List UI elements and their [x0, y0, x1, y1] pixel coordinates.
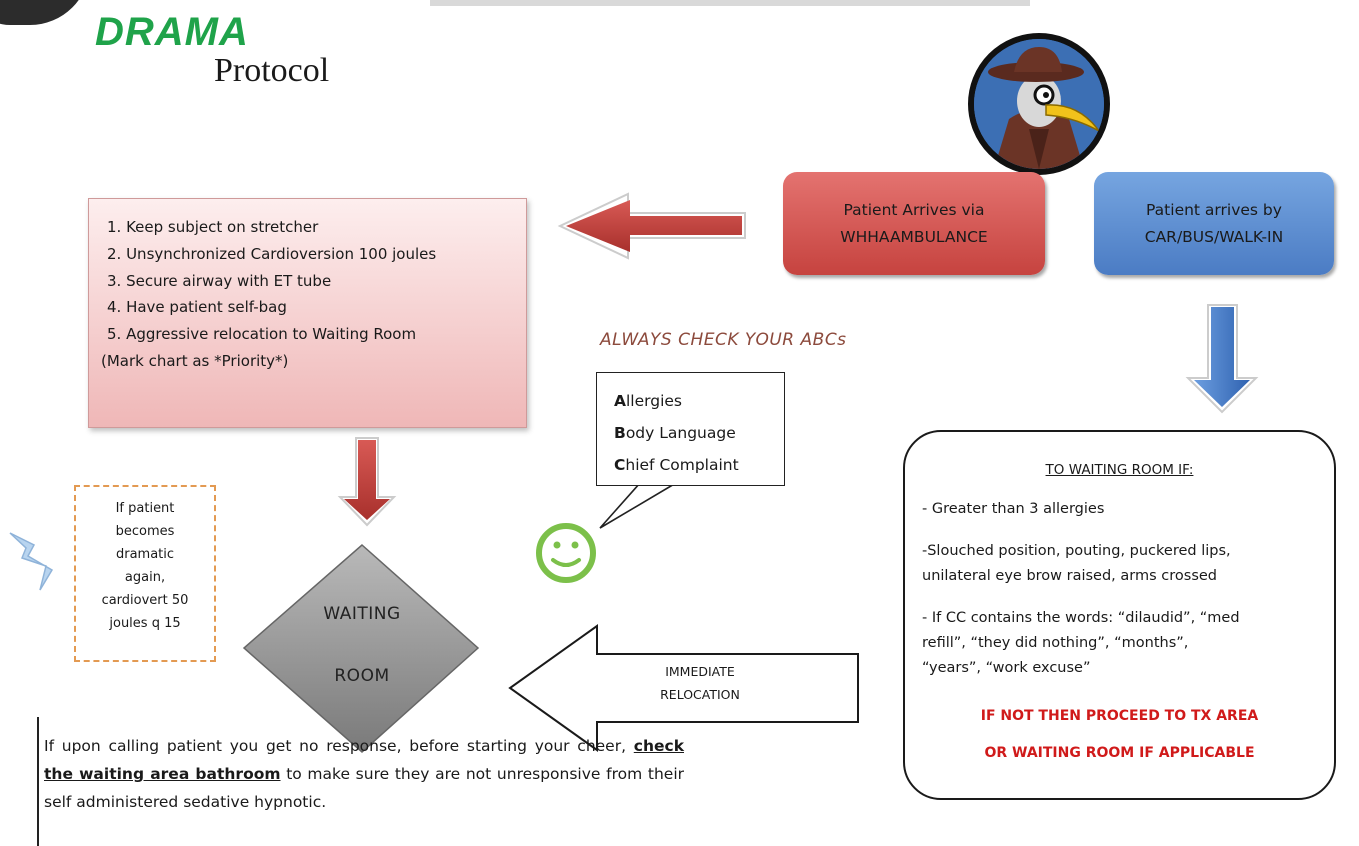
arrow-immediate-relocation	[508, 624, 859, 752]
smiley-face-icon	[536, 523, 596, 583]
criteria-red-line-2: OR WAITING ROOM IF APPLICABLE	[984, 745, 1255, 761]
criteria-item-allergies: - Greater than 3 allergies	[922, 501, 1105, 517]
arrival-car-box: Patient arrives by CAR/BUS/WALK-IN	[1094, 172, 1334, 275]
dramatic-note-box	[74, 485, 216, 662]
step-item: 3. Secure airway with ET tube	[107, 271, 332, 290]
step-item: 5. Aggressive relocation to Waiting Room	[107, 325, 417, 344]
arrival-ambulance-line1: Patient Arrives via	[843, 200, 985, 219]
criteria-item-body-language: -Slouched position, pouting, puckered li…	[922, 543, 1231, 584]
arrival-ambulance-line2: WHHAAMBULANCE	[840, 227, 988, 246]
plague-doctor-portrait	[968, 33, 1110, 175]
steps-note	[88, 198, 527, 428]
step-item: 2. Unsynchronized Cardioversion 100 joul…	[107, 244, 437, 263]
step-item: 4. Have patient self-bag	[107, 298, 287, 317]
logo-word: DRAMA	[95, 10, 249, 54]
dramatic-note-text: If patient becomes dramatic again, cardi…	[101, 501, 189, 631]
immediate-relocation-label: IMMEDIATE RELOCATION	[660, 664, 740, 702]
waiting-room-label-2: ROOM	[334, 666, 390, 686]
arrival-car-line1: Patient arrives by	[1146, 200, 1282, 219]
waiting-room-diamond	[242, 544, 480, 754]
arrow-down-red	[337, 437, 397, 527]
lightning-bolt-icon	[9, 532, 54, 591]
margin-line	[37, 717, 39, 846]
criteria-item-chief-complaint: - If CC contains the words: “dilaudid”, …	[922, 610, 1240, 676]
bottom-note-emphasis: check the waiting area bathroom	[44, 737, 684, 783]
abc-item-chief-complaint: Chief Complaint	[614, 456, 739, 474]
abc-item-allergies: Allergies	[614, 392, 683, 410]
speech-bubble	[596, 372, 785, 486]
waiting-room-criteria-box	[903, 430, 1336, 800]
arrival-ambulance-box: Patient Arrives via WHHAAMBULANCE	[783, 172, 1045, 275]
arrow-left-red	[557, 192, 746, 260]
header-strip	[430, 0, 1030, 6]
abc-heading: ALWAYS CHECK YOUR ABCs	[600, 330, 847, 350]
criteria-title: TO WAITING ROOM IF:	[1045, 462, 1194, 478]
bottom-note: If upon calling patient you get no respo…	[44, 737, 684, 811]
logo-subtitle: Protocol	[214, 52, 330, 89]
steps-list: 1. Keep subject on stretcher 2. Unsynchr…	[101, 214, 437, 375]
arrival-car-line2: CAR/BUS/WALK-IN	[1144, 227, 1284, 246]
arrow-down-blue	[1185, 304, 1259, 414]
step-item: 1. Keep subject on stretcher	[107, 218, 319, 236]
step-item: (Mark chart as *Priority*)	[101, 351, 289, 370]
criteria-red-line-1: IF NOT THEN PROCEED TO TX AREA	[980, 708, 1259, 724]
speech-bubble-tail	[599, 482, 679, 529]
abc-item-body-language: Body Language	[614, 424, 736, 442]
waiting-room-label-1: WAITING	[323, 604, 401, 624]
abc-list: Allergies Body Language Chief Complaint	[614, 385, 739, 481]
